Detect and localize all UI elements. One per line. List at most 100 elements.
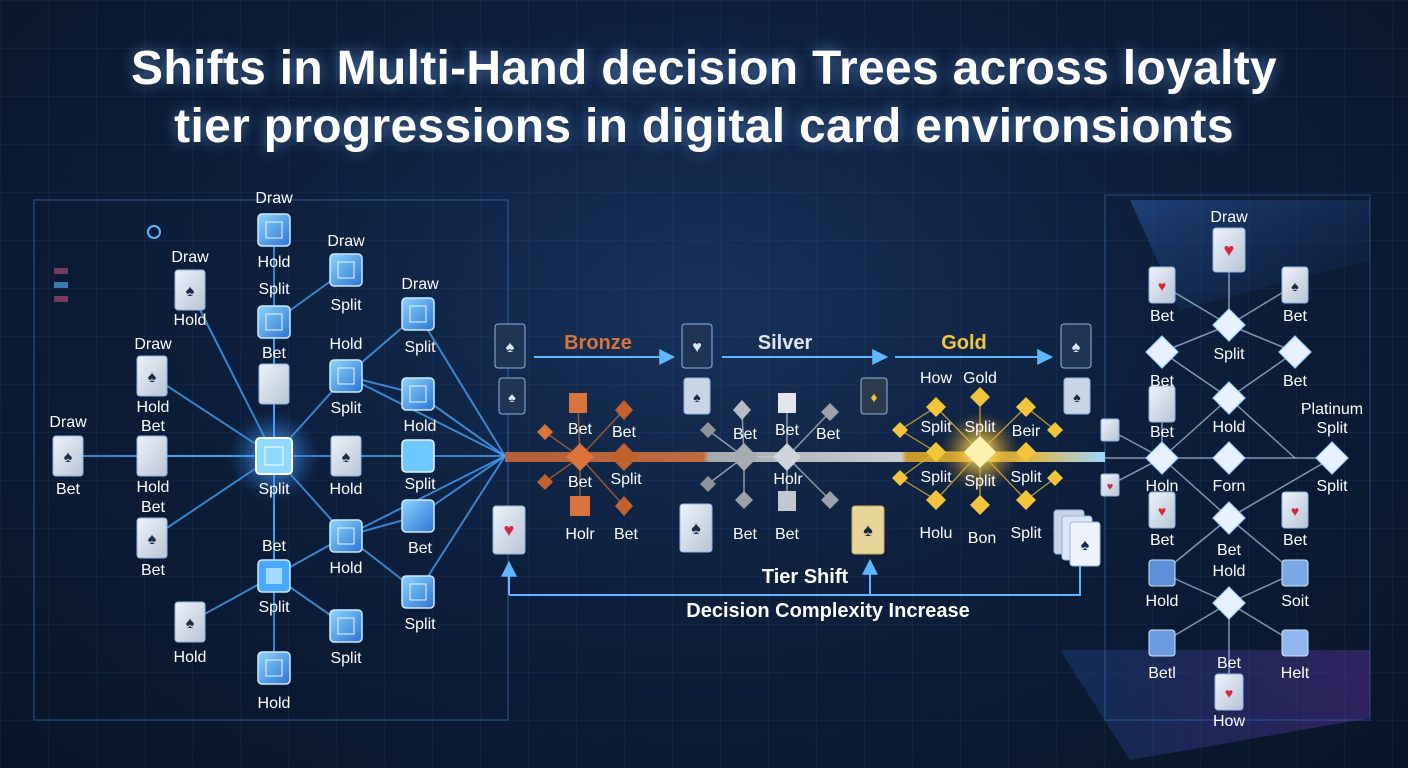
node-label: Split [330,400,362,417]
cube-node [401,377,435,411]
svg-text:♠: ♠ [148,369,157,386]
node-label: Draw [401,276,439,293]
tier-label-silver: Silver [758,332,813,354]
gold-node-label: Split [964,473,996,490]
svg-text:♠: ♠ [186,615,195,632]
node-label: Split [258,281,290,298]
svg-text:♠: ♠ [148,531,157,548]
svg-text:♠: ♠ [1072,339,1081,356]
gold-node-label: Gold [963,370,997,387]
platinum-node-label: Draw [1210,209,1248,226]
card-node [136,435,168,477]
svg-text:♠: ♠ [1081,537,1090,554]
left-tree-nodes: ♠ ♠ ♠ ♠ ♠ ♠ [52,213,435,685]
gold-node-label: Beir [1012,423,1041,440]
tier-shift-caption: Tier Shift [762,566,849,588]
node-label: Split [404,339,436,356]
platinum-card: ♥ [1214,673,1244,711]
cube-node [401,499,435,533]
cube-node [401,575,435,609]
svg-text:♠: ♠ [64,449,73,466]
platinum-node-label: Soit [1281,593,1309,610]
tier-card: ♦ [860,377,888,415]
platinum-node-label: Holn [1146,478,1179,495]
platinum-node-label: Split [1316,420,1348,437]
svg-text:♠: ♠ [1073,389,1081,405]
tier-header: ♠ Bronze ♥ Silver Gold ♠ ♠ ♠ ♦ ♠ [494,323,1092,415]
tier-card: ♠ [498,377,526,415]
platinum-card [1100,418,1120,442]
platinum-node-label: Bet [1150,532,1175,549]
svg-text:♥: ♥ [504,520,515,540]
silver-node-label: Bet [775,526,800,543]
node-label: Draw [255,190,293,207]
platinum-node-label: Bet [1150,308,1175,325]
svg-text:♥: ♥ [1224,240,1235,260]
silver-node-label: Bet [733,526,758,543]
title-line-1: Shifts in Multi-Hand decision Trees acro… [131,42,1277,95]
node-label: Split [258,599,290,616]
node-label: Split [404,476,436,493]
card-node: ♠ [330,435,362,477]
gold-node-label: Bon [968,530,996,547]
platinum-node-label: Bet [1150,373,1175,390]
tier-card: ♠ [1063,377,1091,415]
node-label: Split [258,481,290,498]
silver-cluster: Bet Bet Bet Holr Bet Bet ♠ [679,393,841,553]
platinum-card: ♥ [1148,266,1176,304]
platinum-node-label: Split [1316,478,1348,495]
platinum-tree-labels: Draw Bet Bet Split Bet Bet Bet Hold Plat… [1146,209,1364,730]
node-label: Bet [141,499,166,516]
complexity-caption: Decision Complexity Increase [686,600,969,622]
platinum-node-label: Bet [1217,542,1242,559]
svg-text:♠: ♠ [691,518,701,538]
platinum-node-label: Split [1213,346,1245,363]
svg-text:♠: ♠ [186,283,195,300]
bronze-node-label: Holr [565,526,595,543]
silver-node-label: Bet [733,426,758,443]
node-label: Hold [137,479,170,496]
svg-text:♥: ♥ [1225,685,1233,701]
node-label: Hold [137,399,170,416]
platinum-card: ♥ [1100,473,1120,497]
card-node: ♠ [52,435,84,477]
gold-cluster: How Gold Split Split Beir Split Split Sp… [851,370,1101,567]
platinum-card: ♠ [1281,266,1309,304]
node-label: Split [330,650,362,667]
cube-node [329,609,363,643]
node-label: Bet [262,345,287,362]
svg-text:♥: ♥ [1291,503,1299,519]
platinum-node-label: Bet [1283,308,1308,325]
platinum-node-label: Hold [1146,593,1179,610]
bronze-node-label: Bet [568,474,593,491]
bronze-node-label: Bet [612,424,637,441]
node-label: Hold [330,560,363,577]
platinum-node-label: Helt [1281,665,1310,682]
gold-card: ♠ [851,505,885,555]
svg-text:♠: ♠ [342,449,351,466]
svg-text:♥: ♥ [1158,503,1166,519]
platinum-card [1148,385,1176,423]
node-label: Hold [174,649,207,666]
cube-node-central [255,437,293,475]
silver-node-label: Bet [816,426,841,443]
gold-node-label: Holu [920,525,953,542]
cube-node [401,439,435,473]
node-label: Bet [141,418,166,435]
platinum-card: ♥ [1281,491,1309,529]
svg-text:♠: ♠ [508,389,516,405]
bronze-node-label: Split [610,471,642,488]
platinum-node-label: Bet [1217,655,1242,672]
cube-node [257,651,291,685]
platinum-node-label: Bet [1150,424,1175,441]
svg-text:♠: ♠ [506,339,515,356]
platinum-card: ♥ [1212,227,1246,273]
platinum-node-label: Bet [1283,373,1308,390]
node-label: Draw [49,414,87,431]
platinum-tree-nodes: ♥ ♥ ♠ ♥ ♥ ♥ ♥ [1100,227,1349,711]
svg-text:♠: ♠ [1291,278,1299,294]
card-node: ♠ [174,269,206,311]
node-label: Bet [141,562,166,579]
card-node: ♠ [174,601,206,643]
tier-card: ♠ [494,323,526,369]
